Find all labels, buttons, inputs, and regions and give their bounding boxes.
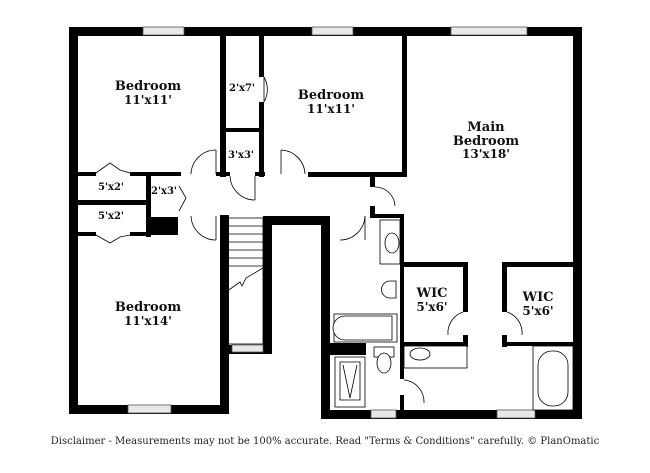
- closet-label-5x2-b: 5'x2': [97, 211, 125, 222]
- fixtures: [332, 219, 574, 411]
- room-dimensions: 13'x18': [462, 147, 510, 162]
- doors: [95, 76, 523, 404]
- room-name-line2: Bedroom: [452, 133, 520, 149]
- room-label-main-bedroom: Main Bedroom 13'x18': [453, 121, 519, 161]
- room-name: Bedroom: [114, 79, 182, 94]
- stairs: [225, 217, 264, 345]
- room-name: Bedroom: [114, 300, 182, 315]
- room-name: WIC: [522, 290, 554, 305]
- closet-label-5x2-a: 5'x2': [97, 182, 125, 193]
- room-label-wic-1: WIC 5'x6': [416, 287, 447, 313]
- room-name: WIC: [416, 286, 448, 301]
- closet-label-2x3: 2'x3': [150, 186, 178, 197]
- room-name-line1: Main: [467, 120, 505, 135]
- room-dimensions: 5'x6': [522, 303, 554, 318]
- room-label-bedroom-n: Bedroom 11'x11': [298, 89, 364, 115]
- room-dimensions: 11'x14': [124, 313, 172, 328]
- room-name: Bedroom: [297, 88, 365, 103]
- windows: [127, 26, 536, 419]
- closet-label-2x7: 2'x7': [228, 83, 256, 94]
- disclaimer-text: Disclaimer - Measurements may not be 100…: [50, 436, 600, 447]
- closet-label-3x3: 3'x3': [227, 150, 255, 161]
- room-label-wic-2: WIC 5'x6': [522, 291, 553, 317]
- room-label-bedroom-sw: Bedroom 11'x14': [115, 301, 181, 327]
- room-dimensions: 5'x6': [416, 299, 448, 314]
- room-label-bedroom-nw: Bedroom 11'x11': [115, 80, 181, 106]
- room-dimensions: 11'x11': [124, 92, 172, 107]
- room-dimensions: 11'x11': [307, 101, 355, 116]
